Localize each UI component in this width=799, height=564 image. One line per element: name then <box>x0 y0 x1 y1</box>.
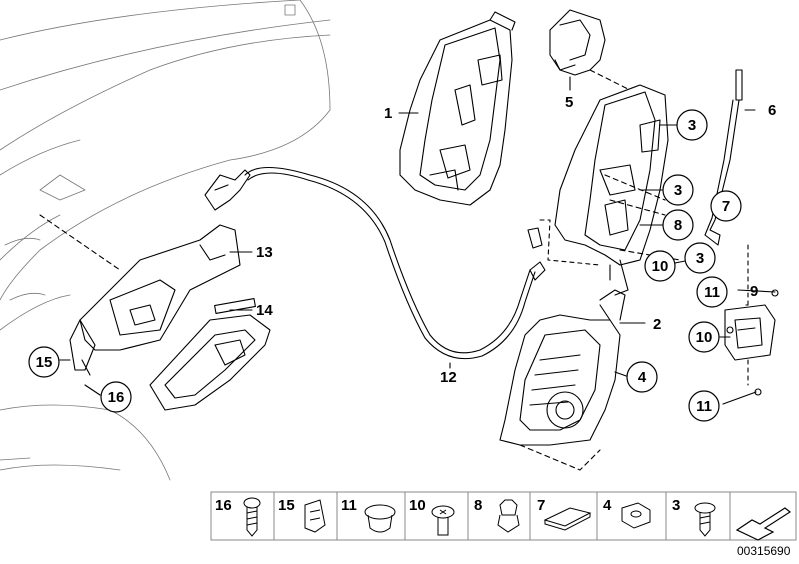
screw-part-11-lower <box>722 388 762 405</box>
callout-circles <box>28 109 742 422</box>
callout-7: 7 <box>722 198 730 215</box>
callout-10b: 10 <box>696 329 713 346</box>
legend-num-4: 4 <box>603 497 612 514</box>
connector <box>527 227 543 249</box>
callout-11a: 11 <box>704 284 720 301</box>
plug-11-icon <box>364 504 396 533</box>
actuator-part-2 <box>499 289 626 446</box>
diagram-code: 00315690 <box>737 544 791 558</box>
handle-carrier-part-13 <box>69 224 241 376</box>
legend-num-16: 16 <box>215 497 232 514</box>
cover-part-5 <box>549 9 606 76</box>
pad-7-icon <box>543 507 592 531</box>
legend-num-11: 11 <box>341 497 357 514</box>
legend-num-3: 3 <box>672 497 680 514</box>
torx-screw-10-icon <box>431 505 455 536</box>
callout-10a: 10 <box>652 258 669 275</box>
callout-8: 8 <box>674 217 682 234</box>
rod-part-6 <box>704 69 743 246</box>
lock-assembly-part <box>554 84 669 296</box>
handle-part-14 <box>149 298 271 411</box>
screw-part-11-upper <box>737 289 779 297</box>
callout-4: 4 <box>638 369 647 386</box>
callout-12: 12 <box>440 369 457 386</box>
door-panel-outline <box>0 0 331 481</box>
direction-arrow-icon <box>735 507 792 541</box>
callout-5: 5 <box>565 94 573 111</box>
callout-3c: 3 <box>696 250 704 267</box>
dash-2 <box>519 444 601 471</box>
callout-11b: 11 <box>696 398 712 415</box>
legend-num-8: 8 <box>474 497 482 514</box>
rivet-8-icon <box>497 499 520 533</box>
callout-13: 13 <box>256 244 273 261</box>
callout-3b: 3 <box>674 182 682 199</box>
striker-part-9 <box>724 304 776 361</box>
clip-15-icon <box>304 499 326 533</box>
dash-connector <box>539 219 601 266</box>
dash-5 <box>589 69 631 91</box>
torx-screw-3-icon <box>694 502 716 537</box>
cable-part-12 <box>244 167 546 360</box>
callout-6: 6 <box>768 102 776 119</box>
legend-num-15: 15 <box>278 497 295 514</box>
legend-num-10: 10 <box>409 497 426 514</box>
door-lock-part-1 <box>399 11 516 206</box>
callout-14: 14 <box>256 302 273 319</box>
callout-9: 9 <box>750 283 758 300</box>
parts-legend: 16 15 11 10 8 7 4 3 <box>210 491 797 558</box>
dash-13 <box>39 214 121 271</box>
leader-lines <box>59 109 756 396</box>
callout-1: 1 <box>384 105 392 122</box>
nut-4-icon <box>621 502 651 529</box>
callout-15: 15 <box>36 354 53 371</box>
legend-num-7: 7 <box>537 497 545 514</box>
callout-2: 2 <box>653 316 661 333</box>
cable-clip <box>204 169 251 211</box>
screw-16-icon <box>243 497 261 537</box>
callout-16: 16 <box>108 389 125 406</box>
callout-3a: 3 <box>688 117 696 134</box>
